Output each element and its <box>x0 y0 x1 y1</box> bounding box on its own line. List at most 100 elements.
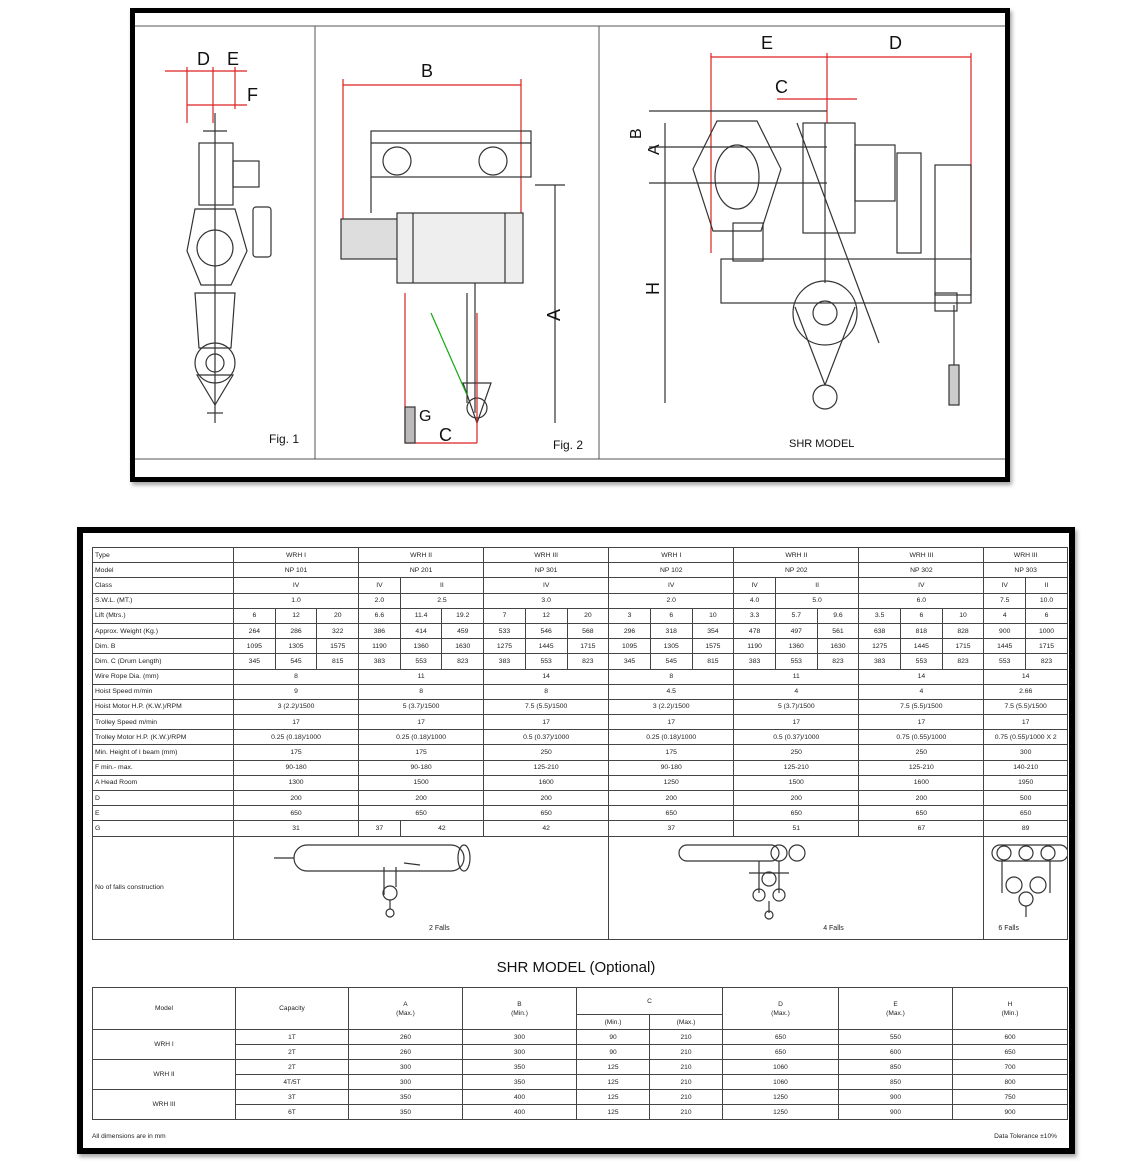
fig3-drawing <box>649 53 972 410</box>
spec-cell: 354 <box>691 622 735 640</box>
spec-cell: 10 <box>941 607 985 624</box>
fig2-dim-b: B <box>421 61 433 81</box>
spec-row-label: Hoist Motor H.P. (K.W.)/RPM <box>92 698 234 716</box>
spec-cell: 20 <box>316 607 360 624</box>
spec-cell: 828 <box>941 622 985 640</box>
spec-cell: 7 <box>483 607 526 624</box>
shr-cell: 6T <box>235 1104 349 1120</box>
spec-cell: 125-210 <box>483 759 610 776</box>
shr-cell: 900 <box>838 1089 954 1105</box>
spec-cell: 175 <box>608 744 735 761</box>
shr-cell: 1250 <box>722 1104 840 1120</box>
spec-row-label: Hoist Speed m/min <box>92 683 234 700</box>
spec-cell: 7.5 (5.5)/1500 <box>483 698 610 716</box>
spec-cell: 5.0 <box>774 592 860 609</box>
spec-cell: 1360 <box>399 638 443 655</box>
spec-cell: NP 302 <box>858 562 985 579</box>
spec-cell: 650 <box>608 805 735 822</box>
spec-cell: 4 <box>858 683 985 700</box>
spec-cell: 200 <box>358 789 485 807</box>
spec-row-label: Trolley Speed m/min <box>92 714 234 731</box>
spec-cell: 545 <box>649 653 693 670</box>
shr-title: SHR MODEL (Optional) <box>496 959 656 976</box>
spec-cell: 1575 <box>691 638 735 655</box>
spec-cell: 650 <box>983 805 1068 822</box>
fig2-dim-a: A <box>544 309 564 321</box>
spec-cell: 264 <box>233 622 276 640</box>
spec-cell: 17 <box>358 714 485 731</box>
shr-cell: 125 <box>576 1104 650 1120</box>
spec-cell: IV <box>232 577 360 594</box>
shr-cell: 650 <box>722 1044 840 1060</box>
spec-cell: 1095 <box>233 638 276 655</box>
spec-cell: 1630 <box>441 638 485 655</box>
fig1-dim-d: D <box>197 49 210 69</box>
fig1-caption: Fig. 1 <box>269 432 299 446</box>
shr-header-letter: D <box>778 1000 783 1008</box>
spec-cell: 200 <box>483 789 610 807</box>
spec-cell: 200 <box>733 789 860 807</box>
spec-cell: 7.5 (5.5)/1500 <box>858 698 985 716</box>
spec-cell: 1305 <box>274 638 318 655</box>
shr-cell: 210 <box>648 1059 724 1075</box>
spec-row-label: Dim. B <box>92 638 234 655</box>
shr-cell: 2T <box>235 1044 349 1060</box>
spec-cell: 2.0 <box>608 592 735 609</box>
shr-cell: 650 <box>952 1044 1068 1060</box>
spec-row-label: Approx. Weight (Kg.) <box>92 622 234 640</box>
spec-cell: IV <box>483 577 610 594</box>
spec-cell: 0.75 (0.55)/1000 X 2 <box>983 729 1068 746</box>
spec-cell: 3.0 <box>483 592 610 609</box>
spec-cell: 67 <box>858 820 985 837</box>
shr-header-e: E(Max.) <box>838 987 954 1030</box>
shr-cell: 350 <box>462 1074 577 1090</box>
spec-cell: 9.6 <box>816 607 860 624</box>
shr-cell: 125 <box>576 1059 650 1075</box>
shr-cell: 90 <box>576 1044 650 1060</box>
spec-cell: 4.5 <box>608 683 735 700</box>
shr-header-letter: E <box>893 1000 898 1008</box>
spec-row-label: Lift (Mtrs.) <box>92 607 234 624</box>
shr-cell: 350 <box>462 1059 577 1075</box>
falls-label: 2 Falls <box>429 924 450 932</box>
spec-cell: 90-180 <box>232 759 360 776</box>
shr-model-cell: WRH III <box>92 1089 236 1120</box>
spec-cell: 125-210 <box>858 759 985 776</box>
tolerance-note: Data Tolerance ±10% <box>994 1133 1057 1140</box>
spec-cell: 200 <box>608 789 735 807</box>
spec-cell: 17 <box>858 714 985 731</box>
spec-cell: 90-180 <box>358 759 485 776</box>
fig2-dim-g: G <box>419 408 431 425</box>
spec-cell: WRH II <box>733 546 860 564</box>
spec-cell: 650 <box>232 805 360 822</box>
shr-cell: 260 <box>348 1044 463 1060</box>
spec-cell: 11.4 <box>399 607 443 624</box>
spec-cell: 1715 <box>1025 638 1068 655</box>
shr-header-b: B(Min.) <box>462 987 577 1030</box>
shr-model-cell: WRH I <box>92 1029 236 1060</box>
spec-row-label: F min.- max. <box>92 759 234 776</box>
shr-header-sub: (Max.) <box>771 1009 790 1017</box>
hoist-drawings: D E F Fig. 1 <box>135 25 1005 460</box>
spec-cell: 1445 <box>524 638 568 655</box>
spec-cell: 17 <box>608 714 735 731</box>
spec-cell: 823 <box>566 653 610 670</box>
shr-cell: 210 <box>648 1089 724 1105</box>
spec-cell: 5.7 <box>774 607 818 624</box>
spec-cell: 6.0 <box>858 592 985 609</box>
spec-cell: 8 <box>483 683 610 700</box>
spec-cell: 650 <box>858 805 985 822</box>
spec-cell: 3 (2.2)/1500 <box>232 698 360 716</box>
spec-cell: 4 <box>983 607 1027 624</box>
shr-cell: 300 <box>348 1074 463 1090</box>
